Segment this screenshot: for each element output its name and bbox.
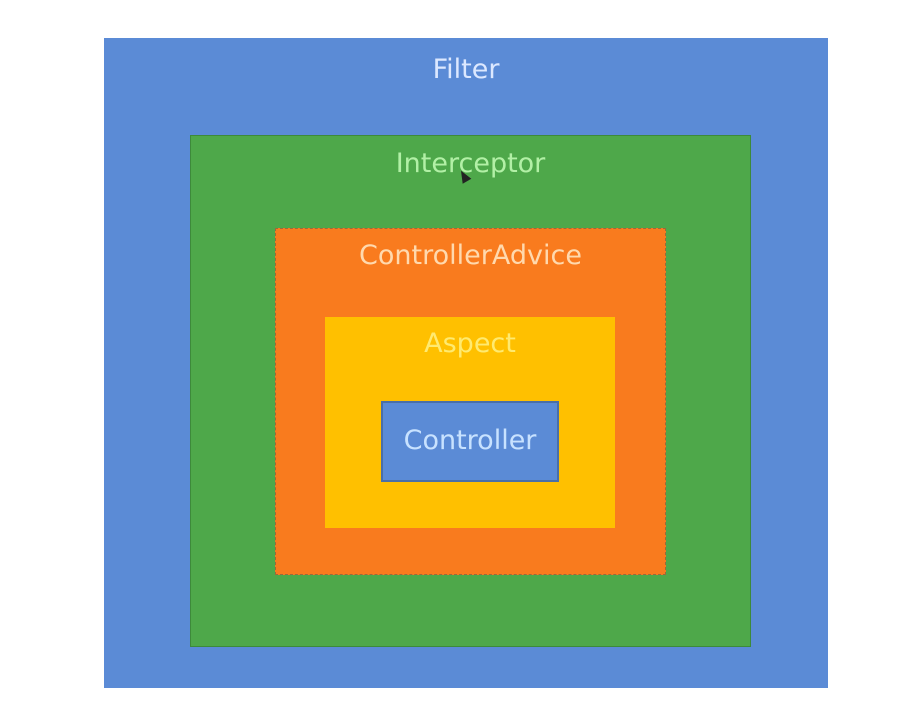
controller-label: Controller [403, 425, 537, 456]
aspect-layer: Aspect [325, 317, 615, 528]
filter-label: Filter [432, 54, 500, 85]
interceptor-label: Interceptor [395, 148, 546, 179]
controller-layer: Controller [381, 401, 559, 482]
controller-advice-label: ControllerAdvice [359, 240, 582, 271]
aspect-label: Aspect [424, 328, 516, 359]
